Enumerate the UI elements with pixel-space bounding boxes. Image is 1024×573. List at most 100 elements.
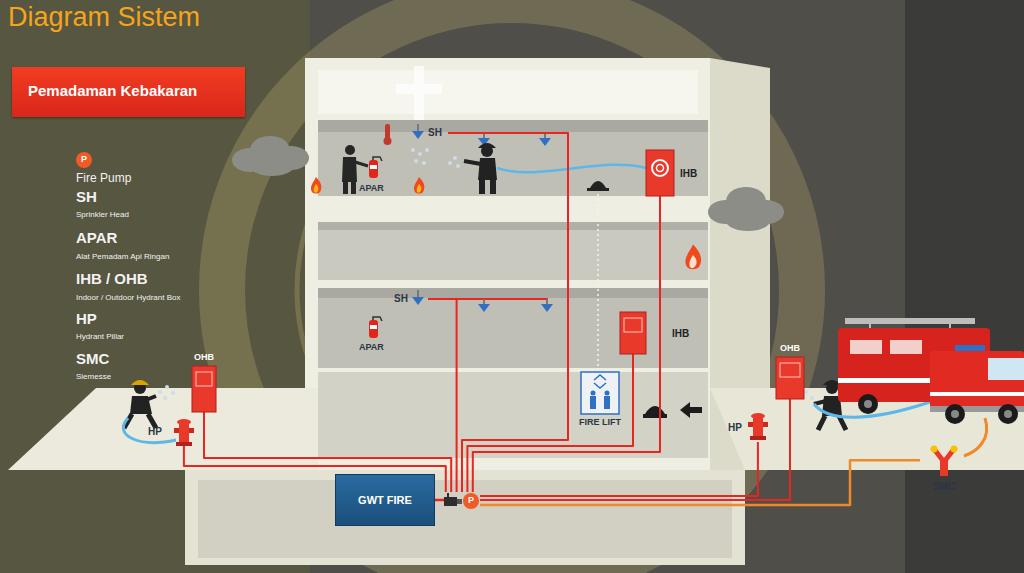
pipe-connector [448, 133, 568, 492]
pump-circle [76, 152, 92, 168]
node-text: GWT FIRE [336, 494, 434, 506]
truck-hub [1004, 410, 1012, 418]
lift-person-body [590, 396, 596, 409]
sprinkler-deflector [478, 304, 490, 312]
truck-light-bar [955, 345, 985, 351]
basement [185, 470, 745, 565]
fire-flame [685, 245, 701, 270]
sprinkler-symbol [457, 133, 553, 312]
node-text: IHB [672, 328, 689, 339]
hydrant-box-body [646, 150, 674, 196]
pump-legend-symbol: P [76, 152, 92, 168]
siamese-cap [951, 446, 958, 453]
helmet-dome [590, 181, 606, 188]
floor-ceiling [318, 222, 708, 230]
cross-bar [396, 84, 442, 94]
pillar-body [753, 416, 763, 438]
access-arrow [680, 402, 702, 418]
firefighter-figure [464, 143, 497, 194]
legend-description: Siemesse [76, 373, 111, 382]
helmet-brim [643, 414, 667, 418]
spray-drop [414, 159, 418, 163]
smoke-puff [726, 211, 770, 231]
branch-pipe [457, 298, 548, 300]
indoor-hydrant-box: IHB [646, 150, 708, 196]
floor-room [318, 120, 708, 196]
firefighter-arm [464, 161, 481, 164]
spray-drop [418, 152, 422, 156]
sprinkler-stem [546, 299, 548, 304]
truck-stripe [930, 392, 1024, 396]
pipe-connector [435, 499, 444, 502]
extinguisher-label [370, 325, 377, 329]
extinguisher-nozzle [373, 317, 382, 321]
water-spray [158, 385, 814, 400]
node-text: SH [394, 293, 408, 304]
fire-extinguisher: APAR [356, 156, 392, 196]
firefighter-arm [814, 401, 826, 404]
lift-door [581, 372, 619, 414]
truck-window [890, 340, 922, 354]
fire-flame [414, 177, 424, 194]
hydrant-box-body [620, 312, 646, 354]
sprinkler-stem [417, 124, 419, 131]
spray-drop [448, 161, 452, 165]
water-tank: GWT FIRE [335, 474, 435, 526]
hydrant-box-body [192, 366, 216, 412]
node-text: P [463, 496, 479, 506]
indoor-hydrant-box: IHB [620, 312, 694, 354]
legend-description: Hydrant Pillar [76, 333, 124, 342]
fire-lift: FIRE LIFT [572, 372, 628, 436]
node-text: OHB [770, 344, 810, 354]
legend-abbreviation: HP [76, 311, 97, 328]
pump-outlet [447, 493, 449, 497]
firefighter-leg [124, 414, 156, 428]
node-text: APAR [359, 184, 384, 194]
siamese-body [940, 460, 948, 476]
legend-abbreviation: SH [76, 189, 97, 206]
lift-arrows [594, 375, 606, 388]
basement-room [198, 480, 732, 558]
thermometer-tube [385, 124, 390, 139]
truck-cab [930, 351, 1024, 411]
node-text: SH [428, 127, 442, 138]
person-arm [355, 162, 368, 166]
pipe-connector [467, 354, 633, 492]
flame-inner [314, 184, 319, 193]
firefighter-body [478, 158, 497, 180]
node-shape [646, 150, 708, 196]
node-text: P [76, 155, 92, 165]
floor-ceiling [318, 288, 708, 298]
supply-hose [964, 418, 987, 456]
outdoor-hydrant-box: OHB [770, 343, 810, 399]
hydrant-pillar: HP [148, 414, 194, 446]
node-text: SMC [920, 481, 968, 492]
node-text: HP [148, 426, 162, 437]
person-leg [351, 182, 356, 194]
truck-windshield [988, 358, 1024, 380]
firefighter-helmet-icon [587, 181, 609, 191]
person-leg [343, 182, 348, 194]
flame-outer [685, 245, 701, 270]
spray-drop [158, 390, 162, 394]
water-spray [411, 148, 460, 168]
pipe-connector [428, 299, 457, 492]
pipe-connector [480, 442, 758, 496]
node-shape [444, 492, 480, 510]
fire-truck [838, 318, 1024, 424]
hydrant-box-window [196, 372, 212, 386]
truck-window [850, 340, 882, 354]
spray-drop [171, 391, 175, 395]
legend-description: Sprinkler Head [76, 211, 129, 220]
legend-abbreviation: IHB / OHB [76, 271, 148, 288]
person-head [345, 145, 355, 155]
person-body [342, 157, 357, 182]
roof-band [318, 70, 698, 114]
pipe-connector [480, 399, 790, 500]
siamese-connection: SMC [920, 444, 968, 498]
floor-ceiling [318, 120, 708, 132]
lift-person-head [605, 391, 610, 396]
floor-room [318, 288, 708, 368]
node-text: Pemadaman Kebakaran [28, 83, 197, 100]
